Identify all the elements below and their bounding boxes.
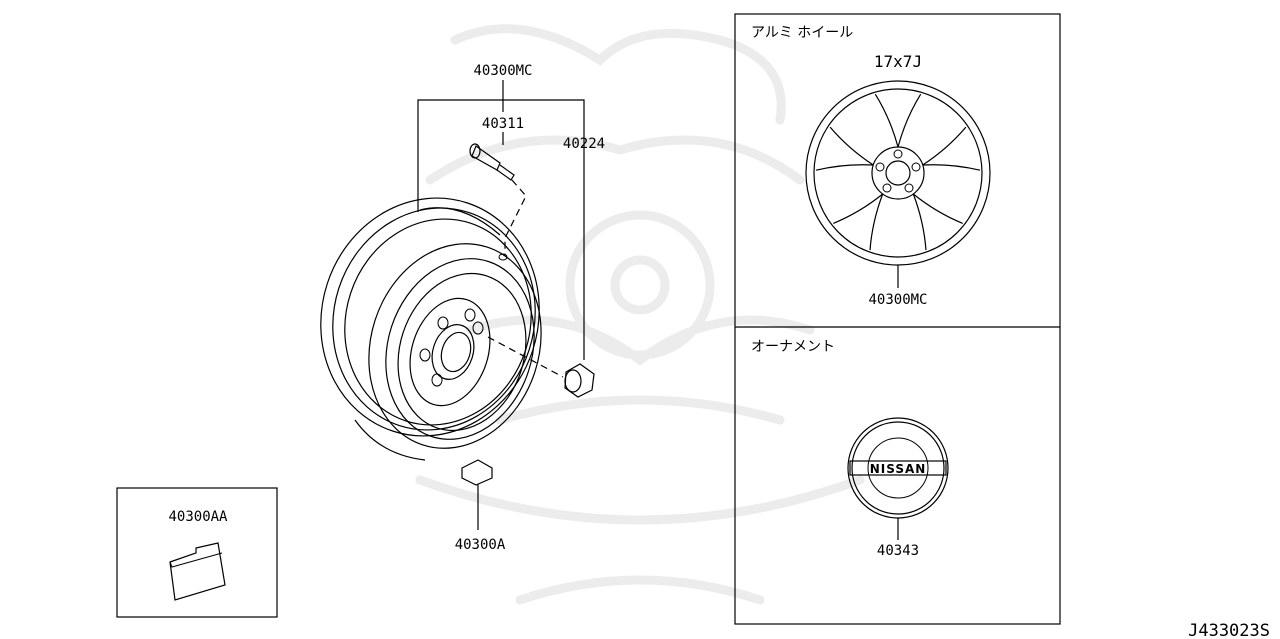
label-balance-weight: 40300A [455, 537, 506, 553]
label-alloy-wheel: 40300MC [868, 292, 927, 308]
balance-weight-part [461, 459, 493, 530]
diagram-code: J433023S [1188, 621, 1270, 639]
label-nut: 40224 [563, 136, 605, 152]
wheel-spoke [833, 193, 884, 224]
ornament-title: オーナメント [751, 339, 835, 355]
ornament-cap: NISSAN [847, 417, 949, 519]
watermark-logo [415, 24, 865, 605]
valve-part [469, 143, 527, 256]
label-inset-weight: 40300AA [168, 509, 228, 525]
alloy-wheel [805, 80, 991, 266]
wheel-spoke [912, 193, 963, 224]
nissan-emblem-text: NISSAN [870, 462, 927, 476]
alloy-wheel-title: アルミ ホイール [751, 25, 853, 41]
variants-panel [734, 13, 1061, 625]
leader-frame [417, 99, 585, 360]
wheel-spoke [897, 93, 922, 148]
label-wheel-assembly: 40300MC [473, 63, 532, 79]
label-ornament: 40343 [877, 543, 919, 559]
wheel-spoke [869, 193, 884, 251]
alloy-wheel-size: 17x7J [874, 52, 922, 71]
wheel-spoke [922, 126, 967, 166]
wheel-spoke [922, 164, 981, 171]
nut-part [487, 336, 595, 398]
wheel-spoke [829, 126, 874, 166]
label-valve: 40311 [482, 116, 524, 132]
inset-weight-box: 40300AA [116, 487, 278, 618]
wheel-spoke [874, 93, 899, 148]
wheel-spoke [912, 193, 927, 251]
steel-wheel [320, 197, 542, 461]
wheel-spoke [815, 164, 874, 171]
